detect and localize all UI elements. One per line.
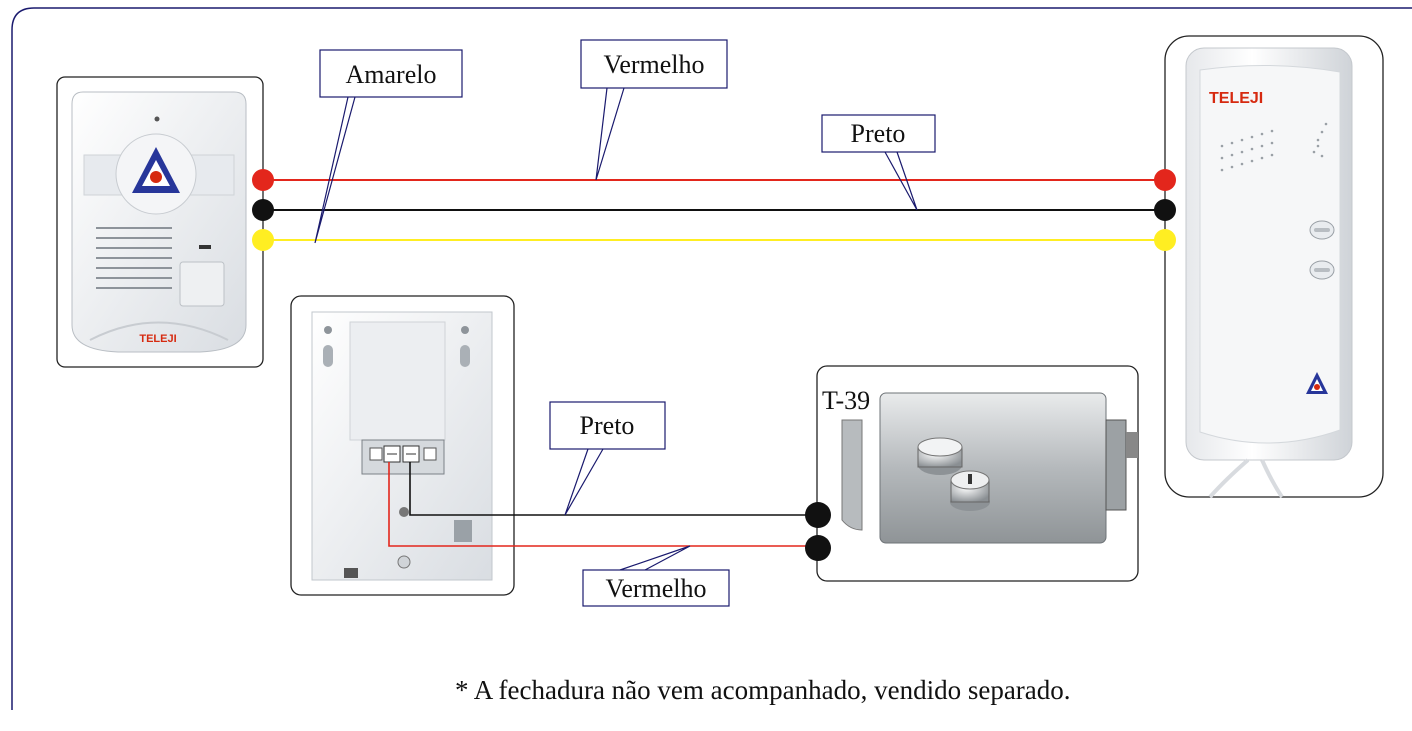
- red-terminal: [252, 169, 274, 191]
- handset-button-1: [1309, 220, 1335, 240]
- red-wire-lock: [388, 462, 818, 547]
- handset-terminals: [1154, 169, 1176, 251]
- callout-vermelho-lock: Vermelho: [582, 545, 730, 607]
- callout-preto-top: Preto: [821, 114, 936, 211]
- power-supply: [290, 295, 515, 596]
- callout-vermelho-top: Vermelho: [580, 39, 728, 181]
- door-station: TELEJI: [56, 76, 264, 368]
- footnote: * A fechadura não vem acompanhado, vendi…: [455, 675, 1071, 705]
- door-station-brand: TELEJI: [139, 333, 176, 345]
- label-vermelho-top: Vermelho: [603, 50, 704, 79]
- label-preto-lock: Preto: [580, 411, 635, 440]
- wires-lock: [388, 462, 818, 547]
- label-preto-top: Preto: [851, 119, 906, 148]
- yellow-terminal: [1154, 229, 1176, 251]
- black-terminal: [252, 199, 274, 221]
- black-terminal: [805, 502, 831, 528]
- camera-dot: [154, 116, 160, 122]
- callout-preto-lock: Preto: [549, 401, 666, 516]
- handset-cord: [1208, 458, 1284, 499]
- label-vermelho-lock: Vermelho: [605, 574, 706, 603]
- yellow-terminal: [252, 229, 274, 251]
- terminal-block: [361, 439, 445, 475]
- black-terminal: [805, 535, 831, 561]
- outer-frame: [11, 7, 1412, 710]
- lock-model-label: T-39: [822, 386, 870, 415]
- electric-lock: [816, 365, 1139, 582]
- door-station-terminals: [252, 169, 274, 251]
- lock-knob: [917, 437, 963, 475]
- callout-amarelo: Amarelo: [314, 49, 463, 244]
- key-cylinder: [950, 470, 990, 511]
- black-terminal: [1154, 199, 1176, 221]
- triangle-star-logo-icon: [1306, 372, 1328, 394]
- lock-terminals: [805, 502, 831, 561]
- triangle-star-logo-icon: [132, 147, 180, 193]
- earpiece-holes: [1220, 122, 1328, 172]
- wires-top: [263, 179, 1165, 241]
- black-wire-lock: [409, 462, 818, 516]
- red-terminal: [1154, 169, 1176, 191]
- label-amarelo: Amarelo: [346, 60, 437, 89]
- handset-brand: TELEJI: [1209, 90, 1263, 107]
- speaker-grille: [96, 227, 172, 289]
- handset-button-2: [1309, 260, 1335, 280]
- call-button: [179, 261, 225, 307]
- intercom-handset: TELEJI: [1164, 35, 1384, 499]
- indicator-led: [199, 245, 211, 249]
